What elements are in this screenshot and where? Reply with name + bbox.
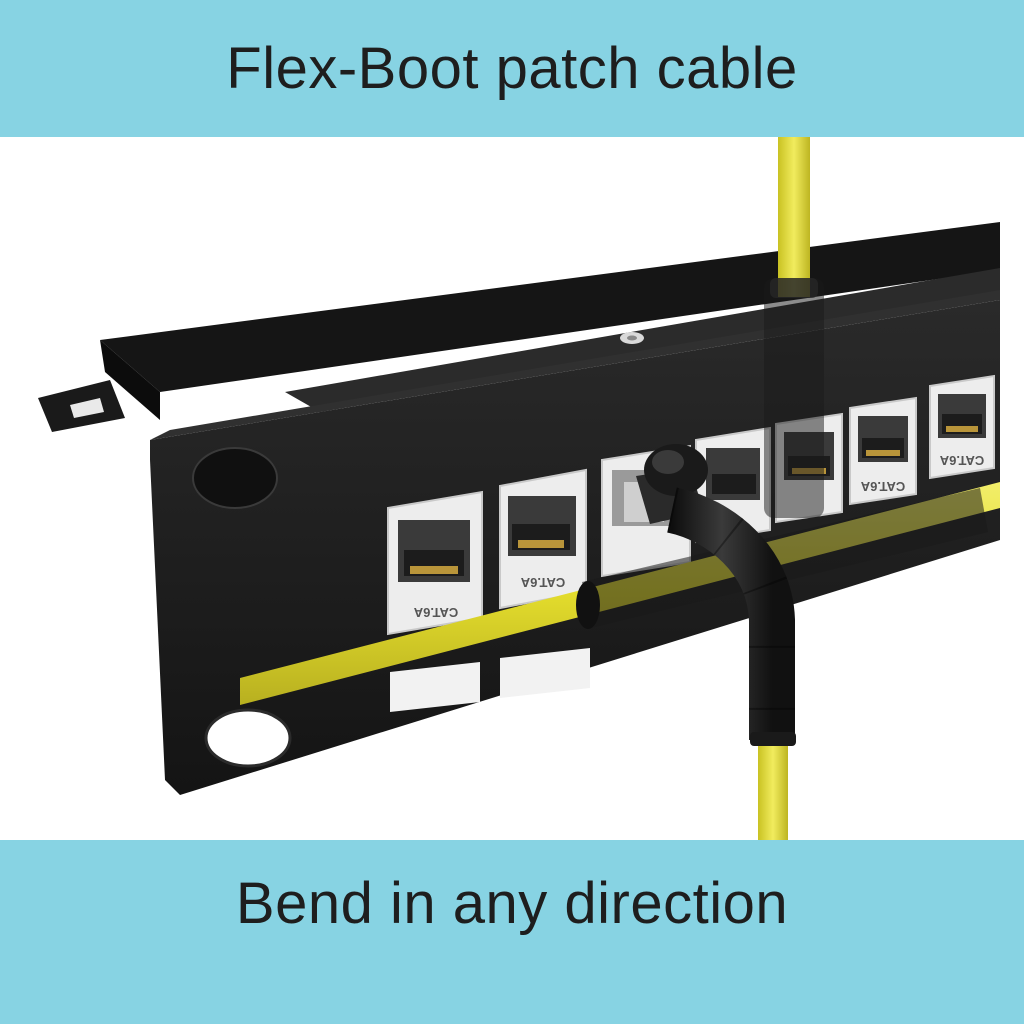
- port-labels: [390, 648, 590, 712]
- jack-7: CAT.6A: [929, 374, 995, 480]
- top-banner: Flex-Boot patch cable: [0, 0, 1024, 137]
- jack-1-label: CAT.6A: [413, 605, 458, 620]
- bottom-banner: Bend in any direction: [0, 840, 1024, 1024]
- patch-panel-illustration: CAT.6A CAT.6A: [0, 137, 1024, 840]
- jack-1: CAT.6A: [387, 490, 483, 636]
- keystone-jacks: CAT.6A CAT.6A: [387, 374, 995, 636]
- vertical-patch-cable: [764, 137, 824, 518]
- jack-7-label: CAT.6A: [939, 453, 984, 468]
- banner-caption: Bend in any direction: [235, 871, 789, 936]
- flex-boot-plug: [636, 444, 796, 840]
- mounting-ear: [38, 380, 125, 432]
- horizontal-patch-cable: [240, 482, 1000, 705]
- jack-2-label: CAT.6A: [520, 575, 565, 590]
- jack-4: [695, 426, 771, 544]
- jack-6-label: CAT.6A: [860, 479, 905, 494]
- banner-title: Flex-Boot patch cable: [226, 36, 798, 101]
- jack-6: CAT.6A: [849, 396, 917, 506]
- jack-2: CAT.6A: [499, 468, 587, 610]
